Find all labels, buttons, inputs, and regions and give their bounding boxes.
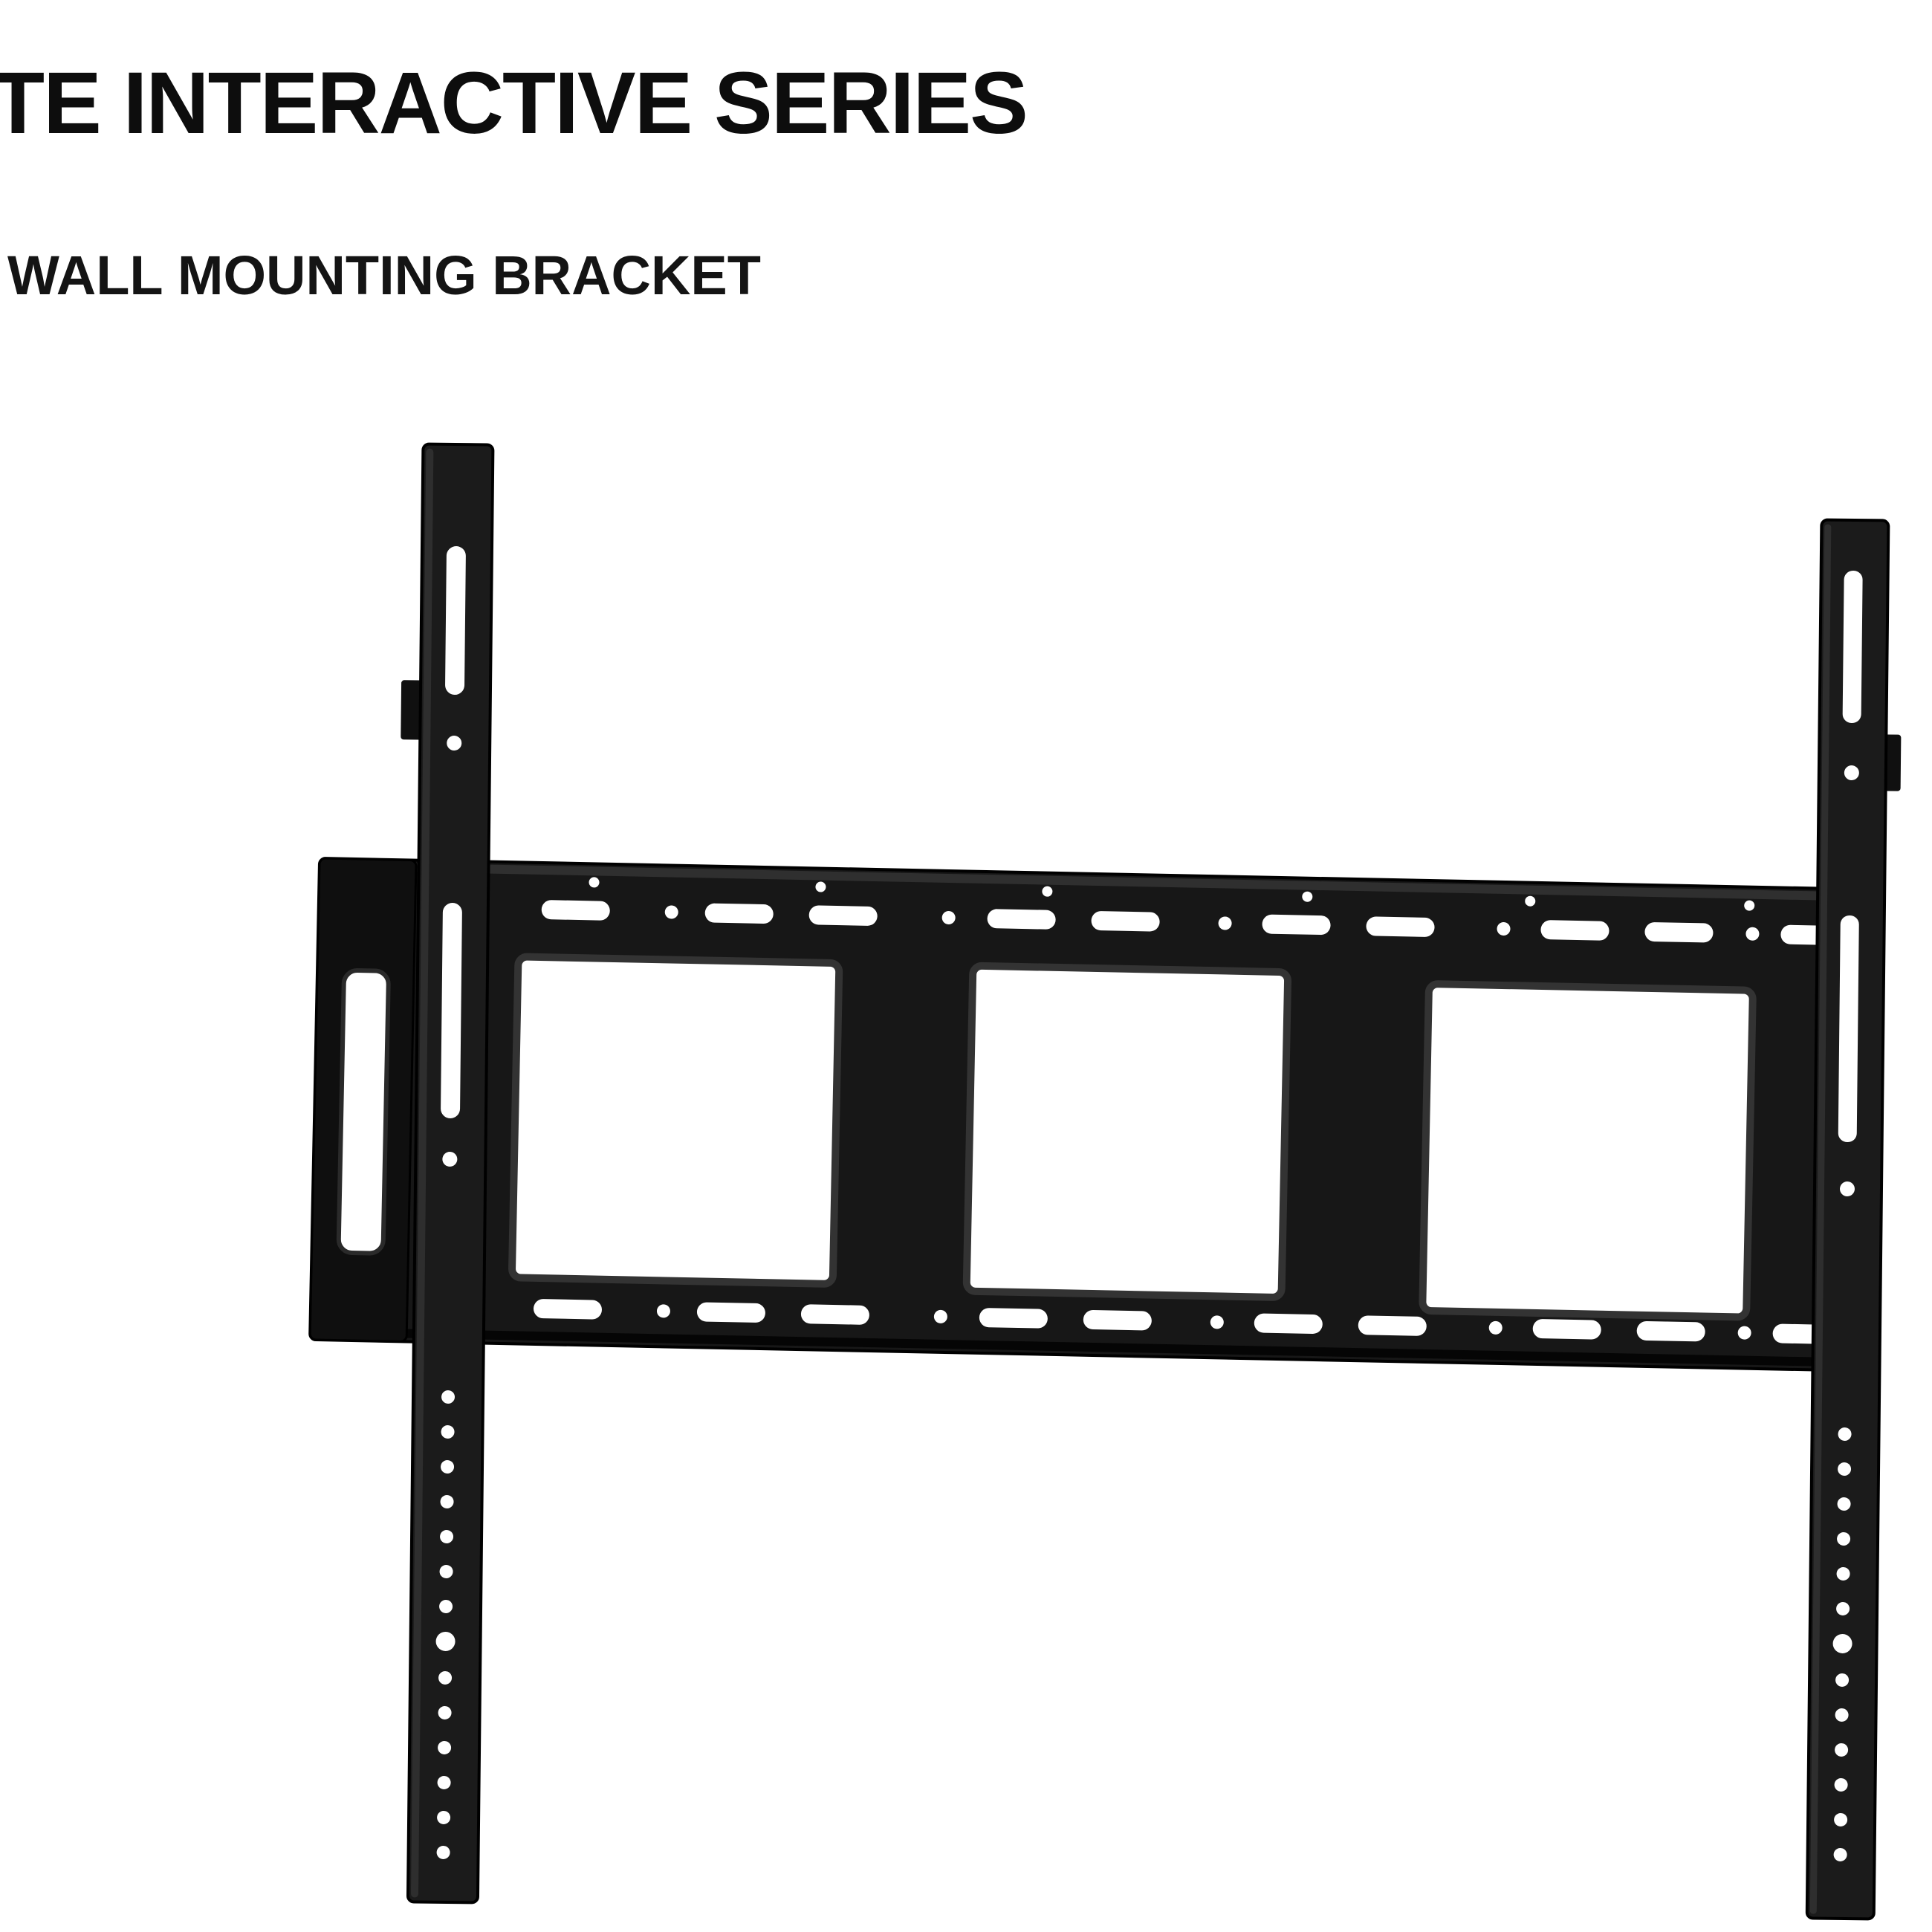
page-subtitle: WALL MOUNTING BRACKET	[7, 244, 761, 306]
page-title: TE INTERACTIVE SERIES	[0, 54, 1028, 152]
wall-plate	[308, 857, 1881, 1372]
left-vesa-rail	[401, 442, 495, 1905]
right-vesa-rail	[1805, 518, 1902, 1921]
